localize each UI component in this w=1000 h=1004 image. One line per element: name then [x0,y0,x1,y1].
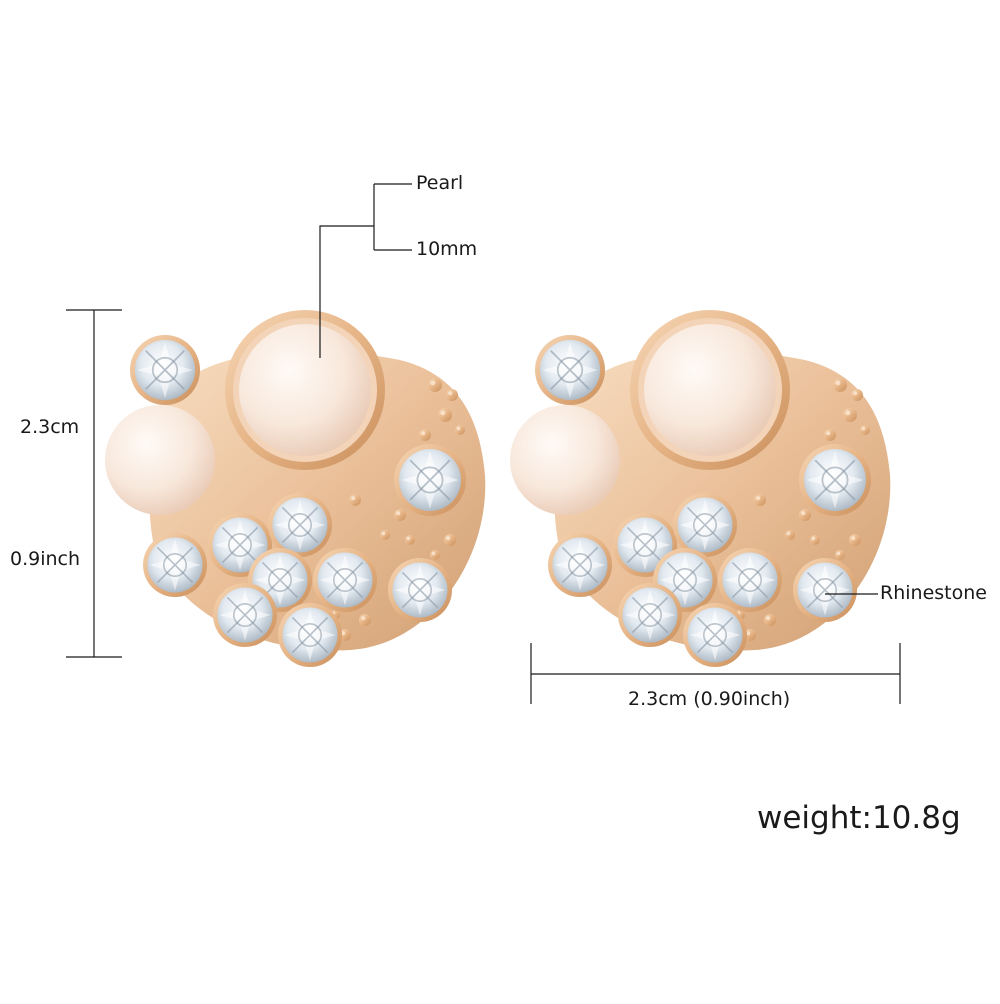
width-dimension [530,643,901,704]
pearl-size-label: 10mm [416,238,478,260]
right-earring [510,310,890,667]
weight-label: weight:10.8g [757,800,961,836]
pearl-label: Pearl [416,172,464,194]
height-dimension [66,309,122,658]
width-label: 2.3cm (0.90inch) [628,688,791,710]
height-cm-label: 2.3cm [20,416,80,438]
left-earring [105,310,485,667]
height-inch-label: 0.9inch [10,548,81,570]
rhinestone-label: Rhinestone [880,582,987,604]
pearl-callout [319,183,412,358]
